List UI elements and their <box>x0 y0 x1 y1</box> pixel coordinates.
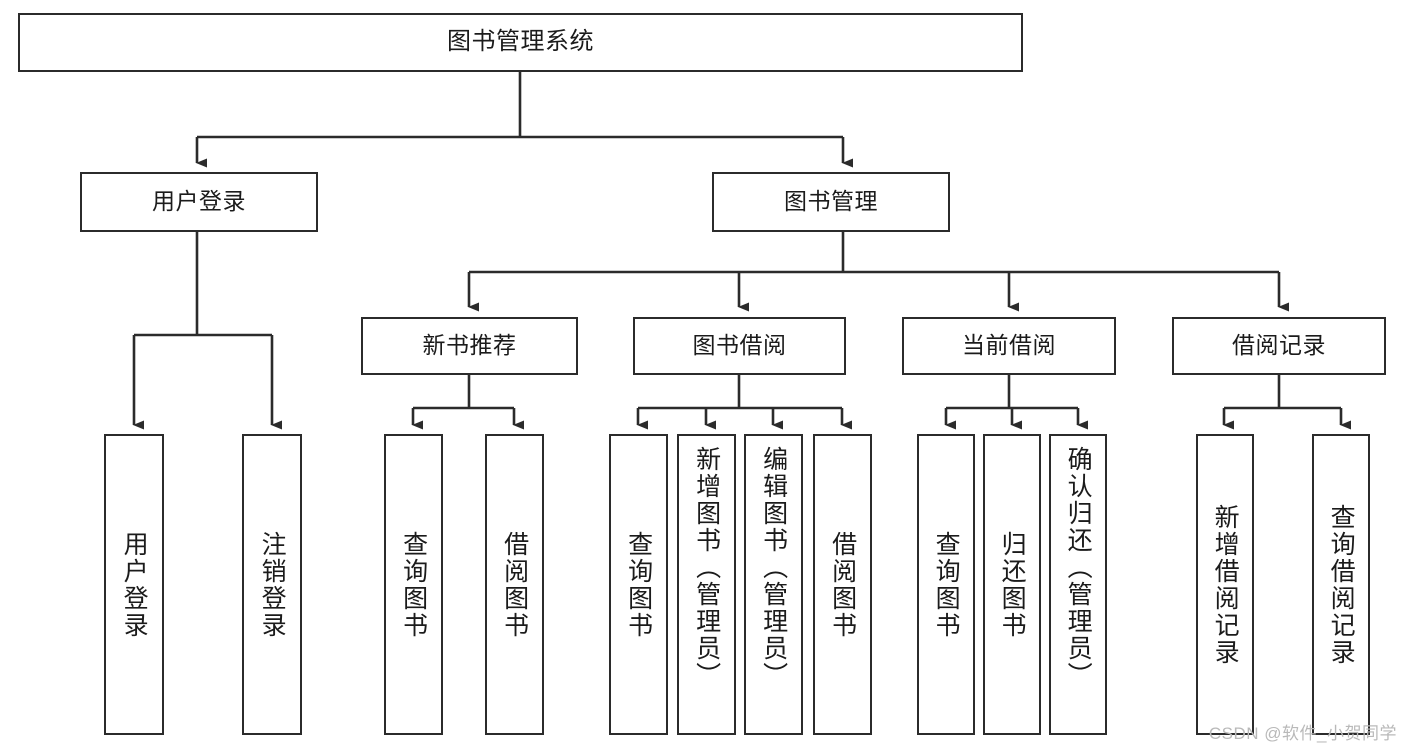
node-user-login-label: 用户登录 <box>152 188 246 215</box>
node-leaf-borrow-book-2[interactable]: 借阅图书 <box>813 434 872 735</box>
node-new-book-recommend-label: 新书推荐 <box>422 332 517 359</box>
node-book-manage-label: 图书管理 <box>784 188 878 215</box>
node-borrow-record-label: 借阅记录 <box>1232 332 1326 359</box>
node-leaf-query-record[interactable]: 查询借阅记录 <box>1312 434 1370 735</box>
node-leaf-confirm-return-label: 确认归还（管理员） <box>1064 446 1093 689</box>
node-leaf-borrow-book-1[interactable]: 借阅图书 <box>485 434 544 735</box>
node-leaf-add-book[interactable]: 新增图书（管理员） <box>677 434 736 735</box>
node-current-borrow[interactable]: 当前借阅 <box>902 317 1116 375</box>
node-leaf-return-book-label: 归还图书 <box>998 530 1027 639</box>
node-root-system-label: 图书管理系统 <box>447 28 594 56</box>
node-leaf-borrow-book-2-label: 借阅图书 <box>828 530 857 639</box>
node-leaf-confirm-return[interactable]: 确认归还（管理员） <box>1049 434 1107 735</box>
node-leaf-logout-login-label: 注销登录 <box>258 530 287 639</box>
node-leaf-user-login[interactable]: 用户登录 <box>104 434 164 735</box>
node-leaf-query-record-label: 查询借阅记录 <box>1327 503 1356 666</box>
node-leaf-query-book-3-label: 查询图书 <box>932 530 961 639</box>
node-book-manage[interactable]: 图书管理 <box>712 172 950 232</box>
node-leaf-add-record-label: 新增借阅记录 <box>1211 503 1240 666</box>
node-leaf-logout-login[interactable]: 注销登录 <box>242 434 302 735</box>
node-leaf-query-book-3[interactable]: 查询图书 <box>917 434 975 735</box>
node-leaf-borrow-book-1-label: 借阅图书 <box>500 530 529 639</box>
node-root-system[interactable]: 图书管理系统 <box>18 13 1023 72</box>
node-leaf-query-book-1-label: 查询图书 <box>399 530 428 639</box>
node-current-borrow-label: 当前借阅 <box>962 332 1056 359</box>
node-leaf-query-book-1[interactable]: 查询图书 <box>384 434 443 735</box>
node-leaf-return-book[interactable]: 归还图书 <box>983 434 1041 735</box>
node-leaf-query-book-2[interactable]: 查询图书 <box>609 434 668 735</box>
node-new-book-recommend[interactable]: 新书推荐 <box>361 317 578 375</box>
node-leaf-user-login-label: 用户登录 <box>120 530 149 639</box>
node-borrow-record[interactable]: 借阅记录 <box>1172 317 1386 375</box>
node-leaf-query-book-2-label: 查询图书 <box>624 530 653 639</box>
csdn-watermark: CSDN @软件_小贺同学 <box>1208 724 1397 743</box>
node-book-borrow-label: 图书借阅 <box>692 332 787 359</box>
node-leaf-add-record[interactable]: 新增借阅记录 <box>1196 434 1254 735</box>
node-leaf-add-book-label: 新增图书（管理员） <box>692 446 721 689</box>
node-leaf-edit-book-label: 编辑图书（管理员） <box>759 446 788 689</box>
node-user-login[interactable]: 用户登录 <box>80 172 318 232</box>
node-leaf-edit-book[interactable]: 编辑图书（管理员） <box>744 434 803 735</box>
node-book-borrow[interactable]: 图书借阅 <box>633 317 846 375</box>
